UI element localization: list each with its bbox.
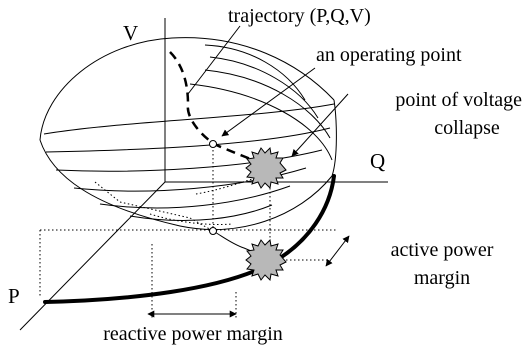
projection-line bbox=[94, 181, 121, 203]
reactive-margin-label: reactive power margin bbox=[103, 323, 283, 345]
surface-front-edge bbox=[149, 213, 233, 225]
projection-line bbox=[189, 217, 214, 232]
operating-point-label: an operating point bbox=[316, 44, 462, 66]
ground-boundary-curve bbox=[43, 174, 336, 304]
voltage-collapse-label-line2: collapse bbox=[434, 117, 500, 139]
surface-contour bbox=[204, 69, 331, 139]
collapse-leader-line bbox=[291, 93, 349, 157]
q-axis-label: Q bbox=[370, 149, 385, 173]
p-axis bbox=[19, 181, 166, 331]
voltage-collapse-projection-marker bbox=[245, 238, 287, 282]
active-margin-arrow bbox=[325, 235, 350, 267]
active-margin-label-line1: active power bbox=[391, 239, 494, 261]
operating-point-marker bbox=[209, 140, 217, 148]
trajectory-label: trajectory (P,Q,V) bbox=[228, 5, 371, 27]
surface-bottom-edge bbox=[39, 99, 337, 230]
surface-contour bbox=[204, 44, 306, 101]
surface-contour bbox=[45, 127, 331, 153]
v-axis-label: V bbox=[123, 21, 138, 45]
p-axis-label: P bbox=[8, 284, 20, 308]
voltage-collapse-label-line1: point of voltage bbox=[395, 89, 522, 111]
surface-contour bbox=[43, 103, 335, 135]
trajectory-leader-line bbox=[187, 25, 241, 95]
surface-top-edge bbox=[39, 37, 335, 141]
surface-contour bbox=[129, 204, 273, 221]
trajectory-curve bbox=[169, 51, 273, 170]
voltage-collapse-marker bbox=[245, 146, 287, 190]
operating-point-projection bbox=[209, 227, 217, 235]
operating-point-leader-line bbox=[221, 67, 316, 137]
surface-contour bbox=[99, 185, 291, 209]
active-margin-label-line2: margin bbox=[414, 267, 470, 289]
